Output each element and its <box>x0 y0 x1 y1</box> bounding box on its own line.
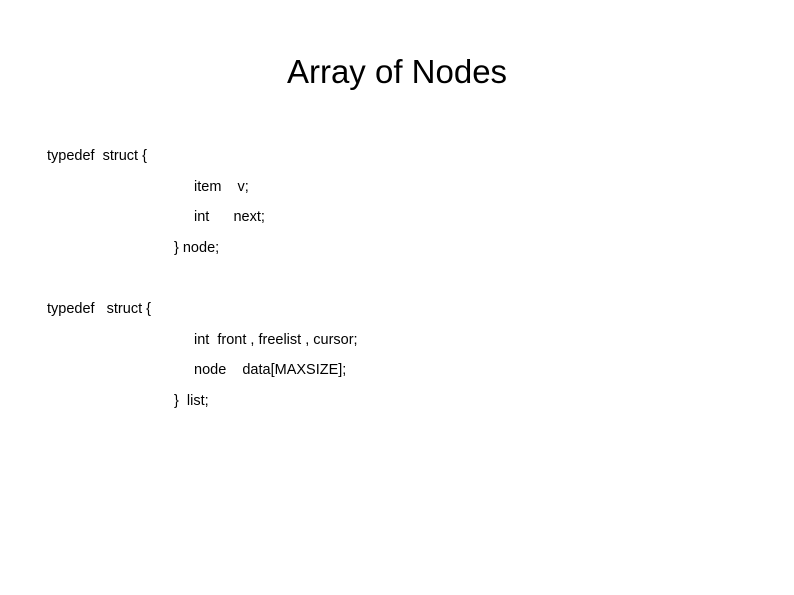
code-line-spacer <box>47 263 747 294</box>
code-line-int-front-freelist-cursor: int front , freelist , cursor; <box>194 331 358 348</box>
code-line-node-data-maxsize: node data[MAXSIZE]; <box>194 362 347 379</box>
code-line-typedef-node-open: typedef struct { <box>47 148 147 164</box>
code-line-typedef-list-open: typedef struct { <box>47 300 151 317</box>
page-title: Array of Nodes <box>286 53 508 90</box>
code-listing: typedef struct { item v; int next; } nod… <box>47 141 747 416</box>
code-line-item-v: item v; <box>194 178 249 195</box>
code-line-node-close: } node; <box>174 239 220 256</box>
code-line-list-close: } list; <box>174 392 209 409</box>
code-line-int-next: int next; <box>194 209 265 226</box>
